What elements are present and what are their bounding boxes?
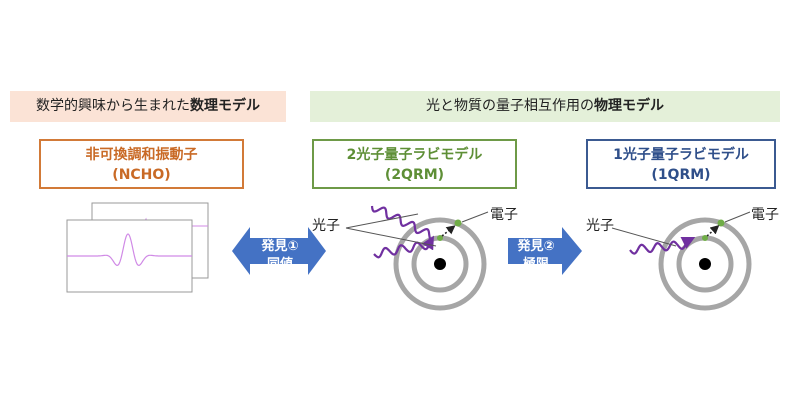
electron-label: 電子 (490, 207, 518, 223)
waveform-plot-icon (66, 202, 209, 293)
discovery-equivalence-label: 発見① 同値 (250, 238, 310, 274)
physics-model-banner-bold: 物理モデル (594, 98, 664, 114)
physics-model-banner: 光と物質の量子相互作用の物理モデル (310, 91, 780, 122)
electron-inner (437, 235, 443, 241)
electron-outer (717, 219, 725, 227)
right-arrow-icon (508, 227, 582, 275)
one-photon-rabi-abbr: (1QRM) (651, 167, 711, 183)
electron-label: 電子 (751, 207, 779, 223)
discovery-2-title: 発見② (517, 239, 555, 254)
wavy-arrow-icon (373, 235, 434, 259)
discovery-1-title: 発見① (261, 239, 299, 254)
nucleus (699, 258, 711, 270)
photon-pointer-line (611, 227, 677, 247)
ncho-title-box: 非可換調和振動子 (NCHO) (39, 139, 244, 189)
wavy-arrow-icon (629, 237, 696, 255)
physics-model-banner-prefix: 光と物質の量子相互作用の (426, 98, 594, 114)
math-model-banner-prefix: 数学的興味から生まれた (36, 98, 190, 114)
photon-pointer-line (345, 213, 419, 229)
math-model-banner-bold: 数理モデル (190, 98, 260, 114)
atom-icon (393, 217, 487, 311)
two-photon-rabi-title-box: 2光子量子ラビモデル (2QRM) (312, 139, 517, 189)
photon-label: 光子 (312, 218, 340, 234)
one-photon-rabi-title-box: 1光子量子ラビモデル (1QRM) (586, 139, 776, 189)
one-photon-rabi-name: 1光子量子ラビモデル (613, 147, 749, 163)
outer-orbit (658, 217, 752, 311)
two-photon-rabi-name: 2光子量子ラビモデル (346, 147, 483, 163)
electron-pointer-line (724, 211, 751, 223)
electron-inner (702, 235, 708, 241)
wavy-arrow-icon (370, 205, 432, 240)
atom-icon (658, 217, 752, 311)
electron-pointer-line (461, 211, 489, 223)
excitation-arrow (706, 225, 720, 237)
outer-orbit (393, 217, 487, 311)
double-headed-arrow-icon (232, 227, 326, 275)
ncho-abbr: (NCHO) (112, 167, 171, 183)
discovery-limit-label: 発見② 極限 (508, 238, 564, 274)
ncho-name: 非可換調和振動子 (85, 147, 198, 163)
discovery-2-text: 極限 (522, 257, 549, 272)
two-photon-rabi-abbr: (2QRM) (384, 167, 445, 183)
photon-label: 光子 (586, 218, 614, 234)
excitation-arrow (441, 225, 456, 237)
math-model-banner: 数学的興味から生まれた数理モデル (10, 91, 286, 122)
photon-pointer-line (345, 227, 437, 247)
waveform-trace (67, 233, 192, 267)
nucleus (434, 258, 446, 270)
electron-outer (454, 219, 462, 227)
discovery-1-text: 同値 (266, 257, 293, 272)
